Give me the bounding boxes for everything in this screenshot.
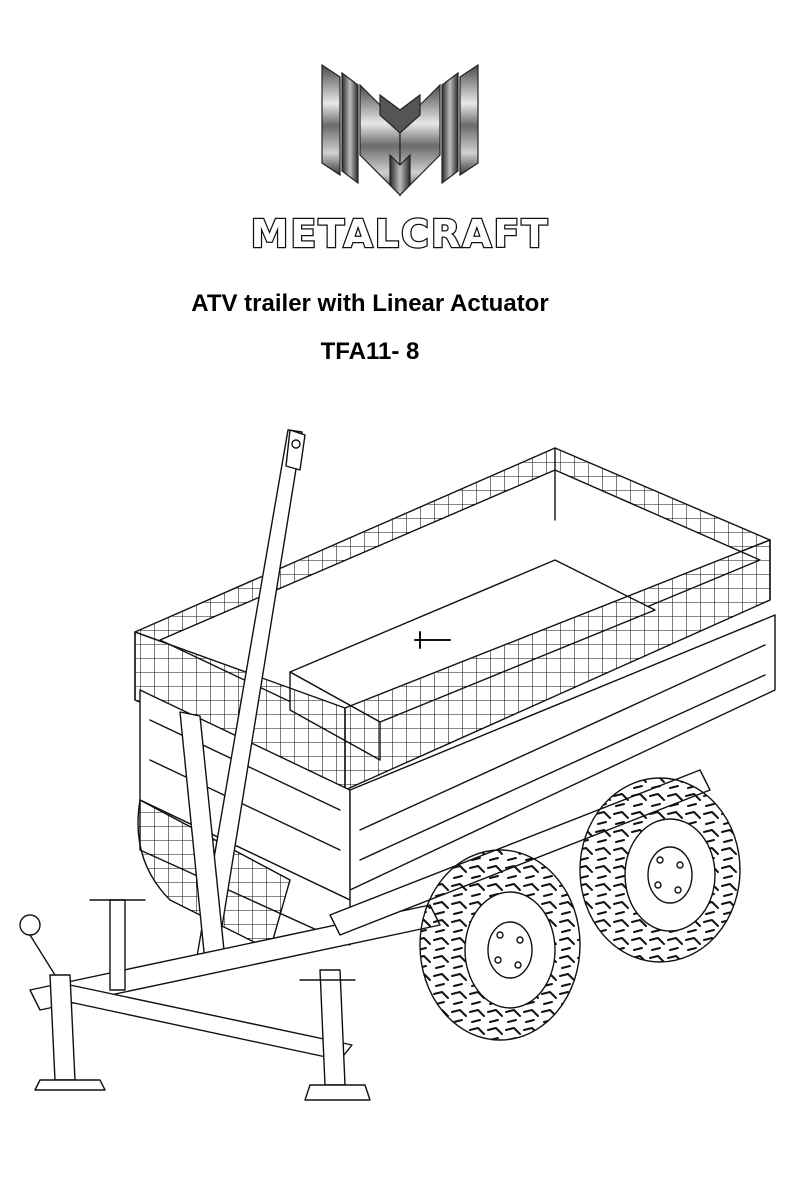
trailer-illustration	[0, 420, 808, 1178]
wheel-front	[420, 850, 580, 1040]
document-title: ATV trailer with Linear Actuator	[0, 290, 740, 318]
wheel-rear	[580, 778, 740, 962]
metalcraft-logo: METALCRAFT	[240, 55, 560, 265]
logo-emblem-icon	[322, 65, 478, 195]
model-number: TFA11- 8	[0, 338, 740, 366]
logo-wordmark: METALCRAFT	[251, 212, 550, 256]
